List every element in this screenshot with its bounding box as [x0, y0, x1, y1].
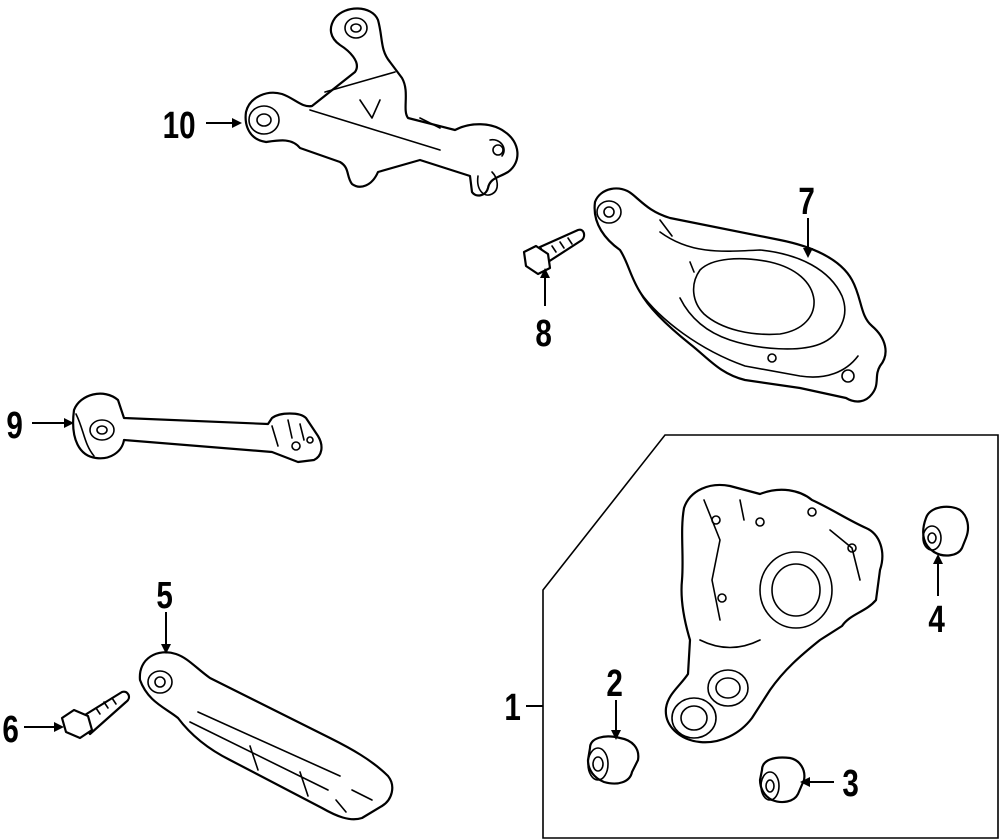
bushing-part-4[interactable] [922, 505, 970, 557]
callout-10[interactable]: 10 [163, 105, 196, 147]
callout-6[interactable]: 6 [2, 709, 18, 751]
callout-9[interactable]: 9 [6, 405, 22, 447]
bolt-part-8[interactable] [522, 228, 586, 276]
bushing-part-3[interactable] [758, 756, 806, 804]
callout-3[interactable]: 3 [842, 763, 858, 805]
callout-4[interactable]: 4 [928, 599, 945, 641]
bolt-part-6[interactable] [60, 690, 131, 740]
callout-7[interactable]: 7 [798, 181, 814, 223]
callout-8[interactable]: 8 [535, 313, 551, 355]
trailing-arm-part[interactable] [138, 651, 394, 821]
knuckle-part[interactable] [664, 483, 884, 744]
upper-control-arm-part[interactable] [244, 7, 519, 197]
lateral-link-part[interactable] [72, 392, 323, 464]
bushing-part-2[interactable] [586, 735, 640, 785]
callout-1[interactable]: 1 [504, 687, 520, 729]
callout-5[interactable]: 5 [156, 575, 172, 617]
knuckle-assembly-frame [542, 434, 999, 839]
callout-2[interactable]: 2 [606, 663, 622, 705]
lower-control-arm-part[interactable] [593, 187, 887, 403]
